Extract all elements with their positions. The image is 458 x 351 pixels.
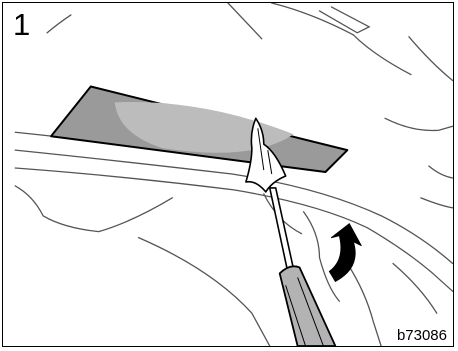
curved-arrow-icon	[329, 224, 361, 282]
roof-outline	[15, 3, 452, 346]
figure-frame: 1 b73086	[2, 2, 454, 347]
figure-code: b73086	[395, 328, 449, 343]
step-number: 1	[13, 9, 30, 40]
illustration	[3, 3, 453, 346]
